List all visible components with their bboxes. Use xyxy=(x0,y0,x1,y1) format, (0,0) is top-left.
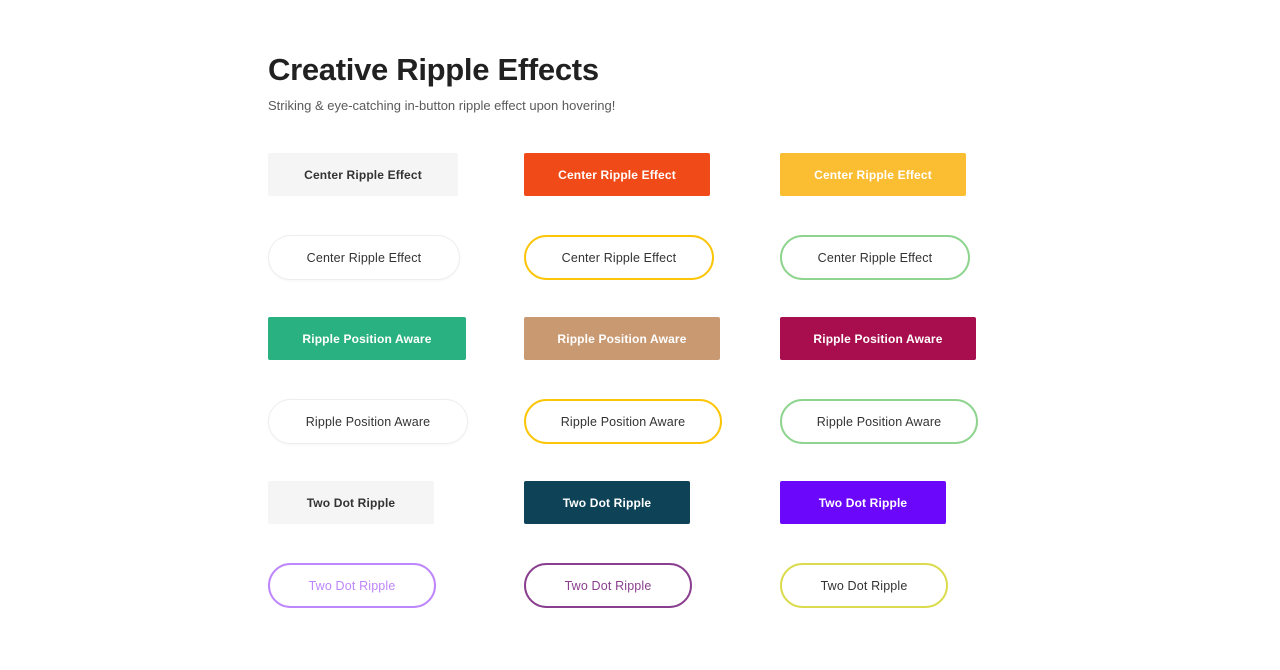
ripple-button-position-aware-solid-3[interactable]: Ripple Position Aware xyxy=(780,317,976,360)
ripple-button-position-aware-solid-2[interactable]: Ripple Position Aware xyxy=(524,317,720,360)
ripple-button-two-dot-outline-1[interactable]: Two Dot Ripple xyxy=(268,563,436,608)
button-cell: Ripple Position Aware xyxy=(268,317,524,360)
button-cell: Two Dot Ripple xyxy=(780,481,1036,524)
button-cell: Two Dot Ripple xyxy=(268,563,524,608)
button-cell: Ripple Position Aware xyxy=(780,399,1036,444)
button-cell: Ripple Position Aware xyxy=(524,317,780,360)
ripple-button-center-ripple-solid-1[interactable]: Center Ripple Effect xyxy=(268,153,458,196)
button-cell: Ripple Position Aware xyxy=(268,399,524,444)
ripple-button-center-ripple-outline-1[interactable]: Center Ripple Effect xyxy=(268,235,460,280)
ripple-button-center-ripple-outline-3[interactable]: Center Ripple Effect xyxy=(780,235,970,280)
ripple-button-two-dot-outline-3[interactable]: Two Dot Ripple xyxy=(780,563,948,608)
ripple-button-two-dot-solid-2[interactable]: Two Dot Ripple xyxy=(524,481,690,524)
button-row-two-dot-solid: Two Dot Ripple Two Dot Ripple Two Dot Ripp… xyxy=(268,481,1248,563)
button-cell: Center Ripple Effect xyxy=(780,153,1036,196)
ripple-button-center-ripple-solid-3[interactable]: Center Ripple Effect xyxy=(780,153,966,196)
button-cell: Center Ripple Effect xyxy=(780,235,1036,280)
ripple-button-center-ripple-solid-2[interactable]: Center Ripple Effect xyxy=(524,153,710,196)
button-cell: Two Dot Ripple xyxy=(524,563,780,608)
button-row-center-ripple-outline: Center Ripple Effect Center Ripple Effect… xyxy=(268,235,1248,317)
button-row-two-dot-outline: Two Dot Ripple Two Dot Ripple Two Dot Ripp… xyxy=(268,563,1248,645)
button-cell: Two Dot Ripple xyxy=(524,481,780,524)
button-cell: Center Ripple Effect xyxy=(268,153,524,196)
button-row-position-aware-outline: Ripple Position Aware Ripple Position Awa… xyxy=(268,399,1248,481)
button-cell: Ripple Position Aware xyxy=(780,317,1036,360)
page-header: Creative Ripple Effects Striking & eye-c… xyxy=(268,52,1168,115)
page-subtitle: Striking & eye-catching in-button ripple… xyxy=(268,97,616,113)
button-row-position-aware-solid: Ripple Position Aware Ripple Position Awa… xyxy=(268,317,1248,399)
ripple-button-two-dot-outline-2[interactable]: Two Dot Ripple xyxy=(524,563,692,608)
button-cell: Two Dot Ripple xyxy=(780,563,1036,608)
ripple-button-position-aware-solid-1[interactable]: Ripple Position Aware xyxy=(268,317,466,360)
page-title: Creative Ripple Effects xyxy=(268,52,599,87)
button-cell: Center Ripple Effect xyxy=(524,235,780,280)
button-cell: Ripple Position Aware xyxy=(524,399,780,444)
ripple-button-position-aware-outline-3[interactable]: Ripple Position Aware xyxy=(780,399,978,444)
ripple-button-two-dot-solid-1[interactable]: Two Dot Ripple xyxy=(268,481,434,524)
button-cell: Center Ripple Effect xyxy=(524,153,780,196)
ripple-button-two-dot-solid-3[interactable]: Two Dot Ripple xyxy=(780,481,946,524)
ripple-button-center-ripple-outline-2[interactable]: Center Ripple Effect xyxy=(524,235,714,280)
ripple-button-position-aware-outline-2[interactable]: Ripple Position Aware xyxy=(524,399,722,444)
button-cell: Center Ripple Effect xyxy=(268,235,524,280)
button-row-center-ripple-solid: Center Ripple Effect Center Ripple Effect… xyxy=(268,153,1248,235)
ripple-button-position-aware-outline-1[interactable]: Ripple Position Aware xyxy=(268,399,468,444)
button-cell: Two Dot Ripple xyxy=(268,481,524,524)
